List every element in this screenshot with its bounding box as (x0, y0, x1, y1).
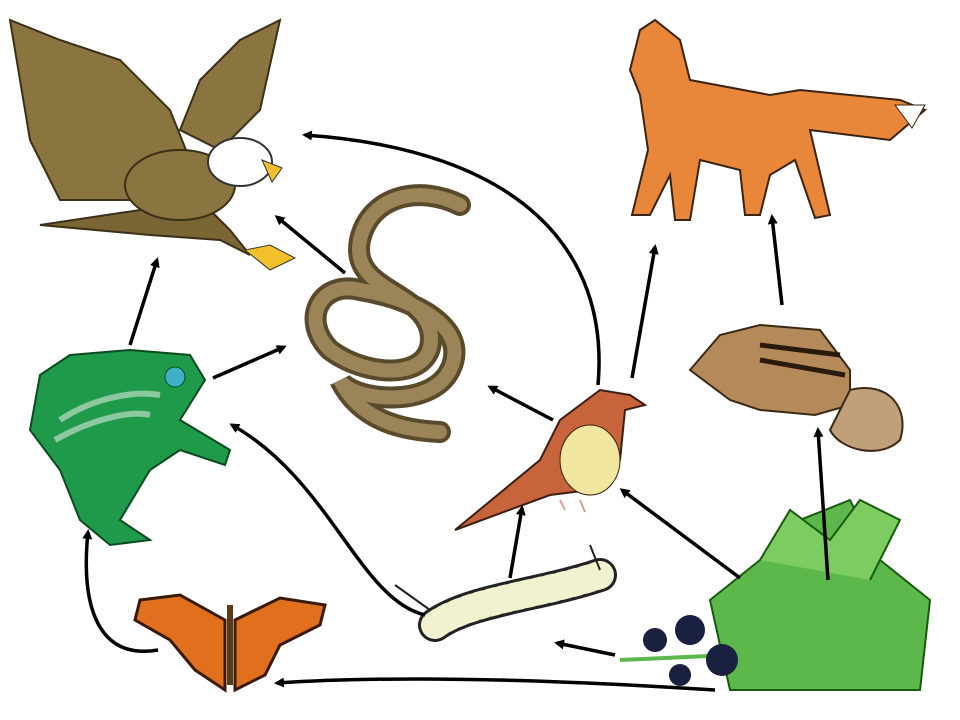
frog-icon (28, 348, 232, 547)
arrow-plant-to-chipmunk (813, 427, 830, 581)
arrow-frog-to-eagle (128, 257, 160, 346)
plant-with-berries-icon (619, 498, 932, 691)
arrow-butterfly-to-frog (82, 529, 159, 653)
arrow-chipmunk-to-fox (767, 214, 784, 306)
arrow-sparrow-to-snake (487, 385, 554, 422)
arrow-sparrow-to-fox (630, 244, 659, 379)
caterpillar-icon (394, 544, 617, 642)
arrow-sparrow-to-eagle (302, 130, 601, 386)
arrow-snake-to-eagle (274, 215, 347, 275)
chipmunk-icon (688, 323, 904, 452)
snake-icon (304, 184, 471, 443)
arrow-frog-to-snake (212, 345, 287, 380)
arrow-plant-to-caterpillar (554, 639, 616, 657)
arrow-plant-to-sparrow (619, 488, 742, 580)
arrow-caterpillar-to-frog (229, 423, 426, 617)
sparrow-icon (454, 388, 648, 531)
butterfly-icon (133, 593, 327, 693)
arrow-plant-to-butterfly (274, 677, 716, 692)
eagle-icon (8, 18, 297, 271)
fox-icon (628, 18, 927, 221)
food-web-arrows (82, 130, 830, 692)
arrow-caterpillar-to-sparrow (508, 505, 526, 579)
